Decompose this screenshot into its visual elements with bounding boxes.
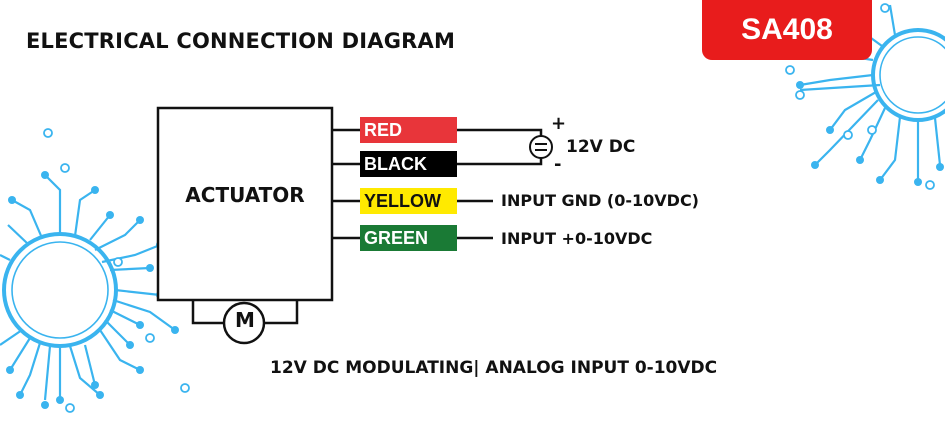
- model-badge: SA408: [702, 0, 872, 60]
- circuit-decoration-left: [0, 174, 176, 401]
- power-label: 12V DC: [566, 137, 636, 157]
- wire-label-red: RED: [360, 117, 457, 143]
- motor-bracket: [191, 300, 299, 325]
- footer-caption: 12V DC MODULATING| ANALOG INPUT 0-10VDC: [270, 358, 718, 378]
- circuit-rings-right: [785, 3, 935, 190]
- wire-label-green: GREEN: [360, 225, 457, 251]
- motor-symbol: [222, 301, 266, 345]
- circuit-rings-left: [43, 128, 190, 413]
- motor-label: M: [235, 308, 255, 332]
- power-minus-sign: -: [554, 154, 562, 175]
- actuator-label: ACTUATOR: [185, 183, 305, 207]
- power-wires: [457, 128, 543, 166]
- signal-wires: [457, 199, 493, 240]
- wire-lines: [332, 128, 360, 240]
- signal-label-yellow: INPUT GND (0-10VDC): [501, 191, 699, 210]
- wire-label-yellow: YELLOW: [360, 188, 457, 214]
- wire-label-black: BLACK: [360, 151, 457, 177]
- power-plus-sign: +: [551, 113, 567, 134]
- signal-label-green: INPUT +0-10VDC: [501, 229, 653, 248]
- page-title: ELECTRICAL CONNECTION DIAGRAM: [26, 29, 456, 53]
- actuator-box: [156, 106, 334, 302]
- circuit-nodes-right: [796, 6, 944, 186]
- dc-source-icon: [529, 135, 553, 159]
